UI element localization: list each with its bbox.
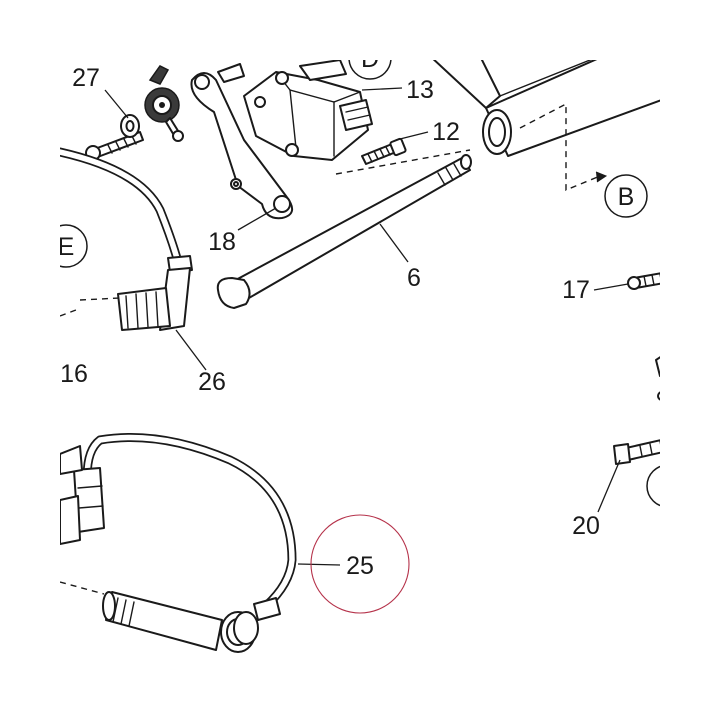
label-17: 17 <box>562 276 590 304</box>
callout-b: B <box>604 174 648 218</box>
label-6: 6 <box>407 264 421 292</box>
bolt-part-17 <box>627 272 660 290</box>
screw-part-12 <box>361 137 407 165</box>
svg-text:E: E <box>660 473 677 501</box>
leader-20 <box>597 459 621 513</box>
cable-part-26 <box>60 147 193 331</box>
leader-18 <box>237 207 277 231</box>
label-13: 13 <box>406 76 434 104</box>
leader-26 <box>175 329 207 371</box>
cable-part-25 <box>60 433 297 653</box>
gear-part-27 <box>144 65 184 142</box>
callout-d: D <box>348 45 392 80</box>
leader-13 <box>361 87 403 91</box>
leader-17 <box>593 283 629 291</box>
bracket-arm <box>432 60 660 192</box>
label-27: 27 <box>72 64 100 92</box>
label-26: 26 <box>198 368 226 396</box>
link-arm-part-18 <box>190 63 293 220</box>
label-16: 16 <box>60 360 88 388</box>
partial-part-right <box>655 356 660 377</box>
label-18: 18 <box>208 228 236 256</box>
leader-27 <box>104 89 129 119</box>
rod-part-6 <box>216 154 472 309</box>
label-25: 25 <box>346 552 374 580</box>
label-20: 20 <box>572 512 600 540</box>
svg-text:D: D <box>361 45 379 73</box>
leader-12 <box>395 131 429 141</box>
callout-e-left: E <box>58 224 88 268</box>
callout-e-right: E <box>646 465 677 507</box>
bolt-part-20 <box>613 439 660 465</box>
svg-text:B: B <box>618 183 635 211</box>
leader-6 <box>379 223 409 263</box>
sensor-body-part-13 <box>243 60 373 161</box>
washer-part-27 <box>120 114 140 138</box>
highlight-ring <box>310 514 410 614</box>
leader-25 <box>297 563 341 566</box>
label-12: 12 <box>432 118 460 146</box>
svg-text:E: E <box>58 233 75 261</box>
